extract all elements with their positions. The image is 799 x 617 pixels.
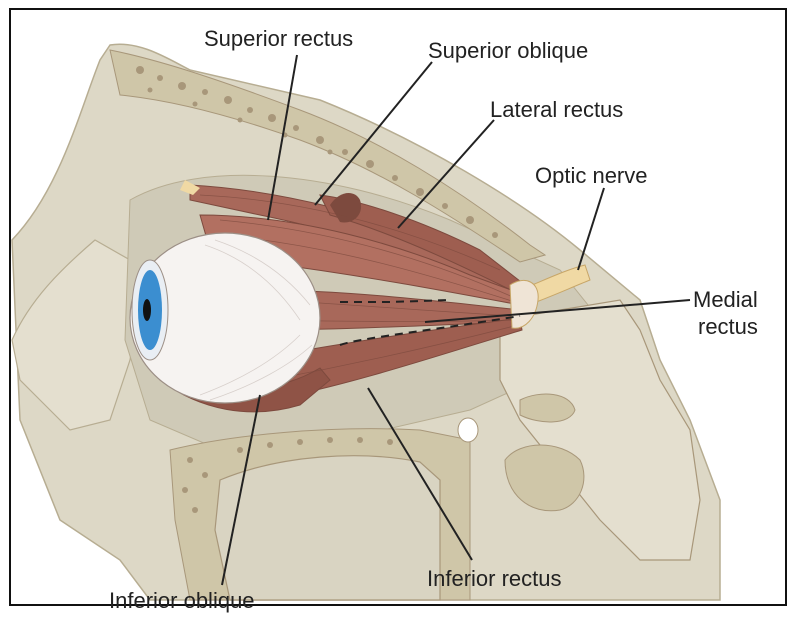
label-lateral-rectus: Lateral rectus <box>490 97 623 122</box>
label-inferior-oblique: Inferior oblique <box>109 588 255 613</box>
label-superior-rectus: Superior rectus <box>204 26 353 51</box>
maxillary-sinus <box>215 456 440 600</box>
leader-optic-nerve <box>578 188 604 270</box>
pupil <box>143 299 151 321</box>
label-inferior-rectus: Inferior rectus <box>427 566 562 591</box>
label-medial-rectus-line2: rectus <box>698 314 758 339</box>
foramen <box>458 418 478 442</box>
eyeball <box>130 233 320 403</box>
label-medial-rectus-line1: Medial <box>693 287 758 312</box>
label-superior-oblique: Superior oblique <box>428 38 588 63</box>
label-optic-nerve: Optic nerve <box>535 163 648 188</box>
